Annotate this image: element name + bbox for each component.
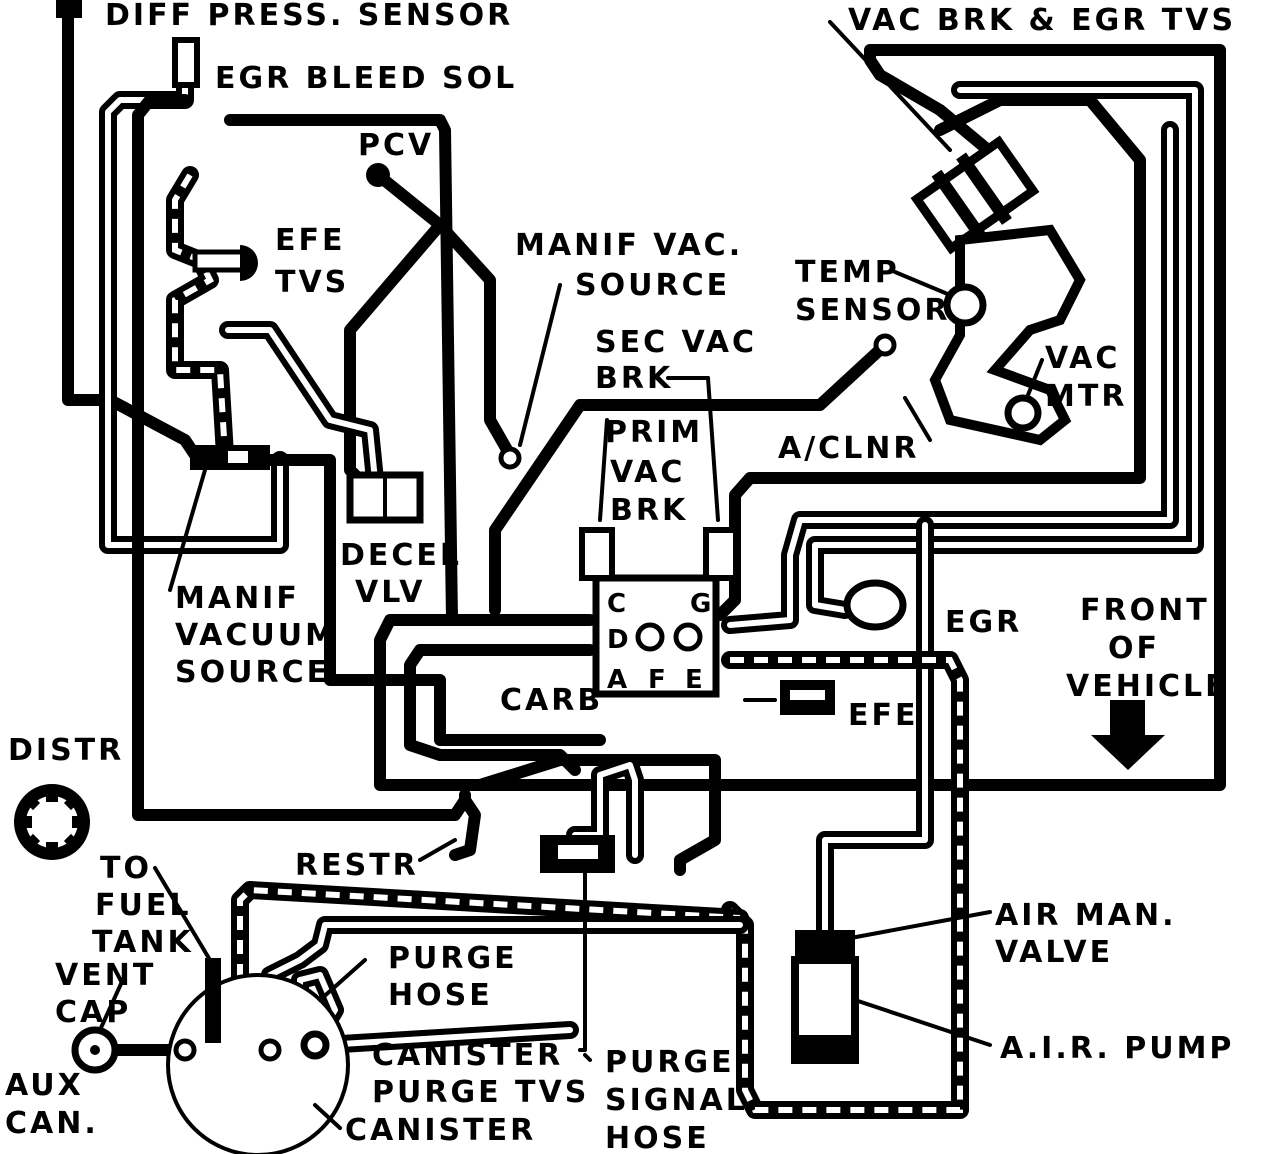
label-vac-mtr-1: VAC	[1045, 341, 1120, 376]
prim-vac-brk-fitting	[579, 527, 615, 581]
egr-valve	[843, 579, 907, 631]
carb-port-d	[635, 622, 665, 652]
label-manif-vac-source-2: SOURCE	[575, 268, 730, 303]
label-carb: CARB	[500, 683, 603, 718]
distributor-icon	[14, 784, 90, 860]
label-to-fuel-tank-3: TANK	[92, 925, 194, 960]
label-aux-can-2: CAN.	[5, 1106, 99, 1141]
hose-top-manifold-loop	[224, 114, 458, 626]
label-aux-can-1: AUX	[5, 1068, 84, 1103]
air-cleaner-snorkel	[929, 224, 1086, 446]
label-pcv: PCV	[358, 128, 434, 163]
hose-carb-loop	[374, 614, 721, 876]
vac-mtr	[1004, 394, 1042, 432]
label-air-man-valve-1: AIR MAN.	[995, 898, 1177, 933]
diff-press-sensor	[56, 0, 82, 18]
vac-brk-egr-tvs	[910, 135, 1040, 255]
label-restr: RESTR	[295, 848, 419, 883]
label-canister: CANISTER	[345, 1113, 536, 1148]
label-vac-mtr-2: MTR	[1045, 379, 1127, 414]
pcv-valve	[366, 163, 390, 187]
label-temp-sensor-1: TEMP	[795, 255, 900, 290]
label-manif-vacuum-source-1: MANIF	[175, 581, 300, 616]
label-manif-vacuum-source-3: SOURCE	[175, 655, 330, 690]
manif-vac-source-port	[498, 446, 522, 470]
label-port-f: F	[648, 665, 669, 695]
label-distr: DISTR	[8, 733, 124, 768]
label-vent-cap-2: CAP	[55, 995, 131, 1030]
label-front-of-vehicle-3: VEHICLE	[1066, 669, 1229, 704]
temp-sensor	[943, 283, 987, 327]
label-manif-vac-source-1: MANIF VAC.	[515, 228, 743, 263]
canister-port-2	[258, 1038, 282, 1062]
label-vac-brk-egr-tvs: VAC BRK & EGR TVS	[848, 3, 1236, 38]
label-port-c: C	[607, 589, 629, 619]
label-vent-cap-1: VENT	[55, 958, 156, 993]
label-canister-purge-tvs-1: CANISTER	[372, 1038, 563, 1073]
label-decel-vlv-1: DECEL	[340, 538, 462, 573]
label-to-fuel-tank-1: TO	[100, 851, 152, 886]
label-egr: EGR	[945, 605, 1022, 640]
sec-vac-brk-port	[873, 333, 897, 357]
front-arrow-icon	[1091, 700, 1165, 770]
label-canister-purge-tvs-2: PURGE TVS	[372, 1075, 589, 1110]
canister	[166, 973, 350, 1154]
label-to-fuel-tank-2: FUEL	[95, 888, 191, 923]
label-egr-bleed-sol: EGR BLEED SOL	[215, 61, 517, 96]
label-purge-hose-1: PURGE	[388, 941, 518, 976]
label-front-of-vehicle-1: FRONT	[1080, 593, 1210, 628]
components	[14, 0, 1165, 1154]
canister-port-3	[300, 1030, 330, 1060]
label-sec-vac-brk-2: BRK	[595, 361, 673, 396]
carb-port-e	[673, 622, 703, 652]
sec-vac-brk-fitting	[703, 527, 739, 581]
label-port-e: E	[685, 665, 706, 695]
label-purge-signal-hose-3: HOSE	[605, 1121, 710, 1154]
label-purge-signal-hose-2: SIGNAL	[605, 1083, 748, 1118]
hose-lines	[62, 6, 1226, 1119]
label-prim-vac-brk-3: BRK	[610, 493, 688, 528]
label-port-g: G	[690, 589, 714, 619]
label-port-a: A	[607, 665, 630, 695]
label-temp-sensor-2: SENSOR	[795, 293, 950, 328]
label-diff-press-sensor: DIFF PRESS. SENSOR	[105, 0, 513, 33]
label-purge-hose-2: HOSE	[388, 978, 493, 1013]
label-a-clnr: A/CLNR	[778, 431, 920, 466]
label-prim-vac-brk-1: PRIM	[605, 415, 703, 450]
canister-port-1	[173, 1038, 197, 1062]
egr-bleed-sol	[172, 37, 200, 88]
hose-sec-vac-brk	[489, 339, 891, 616]
hose-purge-signal	[578, 848, 587, 1052]
label-efe-tvs-1: EFE	[275, 223, 345, 258]
label-efe-tvs-2: TVS	[275, 265, 349, 300]
label-port-d: D	[607, 625, 632, 655]
label-sec-vac-brk-1: SEC VAC	[595, 325, 757, 360]
label-purge-signal-hose-1: PURGE	[605, 1045, 735, 1080]
leader-lines	[98, 20, 1044, 1130]
label-decel-vlv-2: VLV	[355, 575, 425, 610]
label-air-pump: A.I.R. PUMP	[1000, 1031, 1234, 1066]
label-front-of-vehicle-2: OF	[1108, 631, 1160, 666]
label-manif-vacuum-source-2: VACUUM	[175, 618, 338, 653]
fuel-tank-fitting	[205, 958, 221, 1043]
hose-pcv	[372, 169, 516, 461]
labels: DIFF PRESS. SENSOR EGR BLEED SOL PCV EFE…	[5, 0, 1236, 1154]
label-efe: EFE	[848, 698, 918, 733]
air-man-valve	[795, 930, 855, 960]
hose-efe-tvs	[166, 166, 234, 469]
label-prim-vac-brk-2: VAC	[610, 455, 685, 490]
label-air-man-valve-2: VALVE	[995, 935, 1113, 970]
hose-restr	[449, 794, 481, 861]
hose-front-frame	[464, 44, 1226, 791]
